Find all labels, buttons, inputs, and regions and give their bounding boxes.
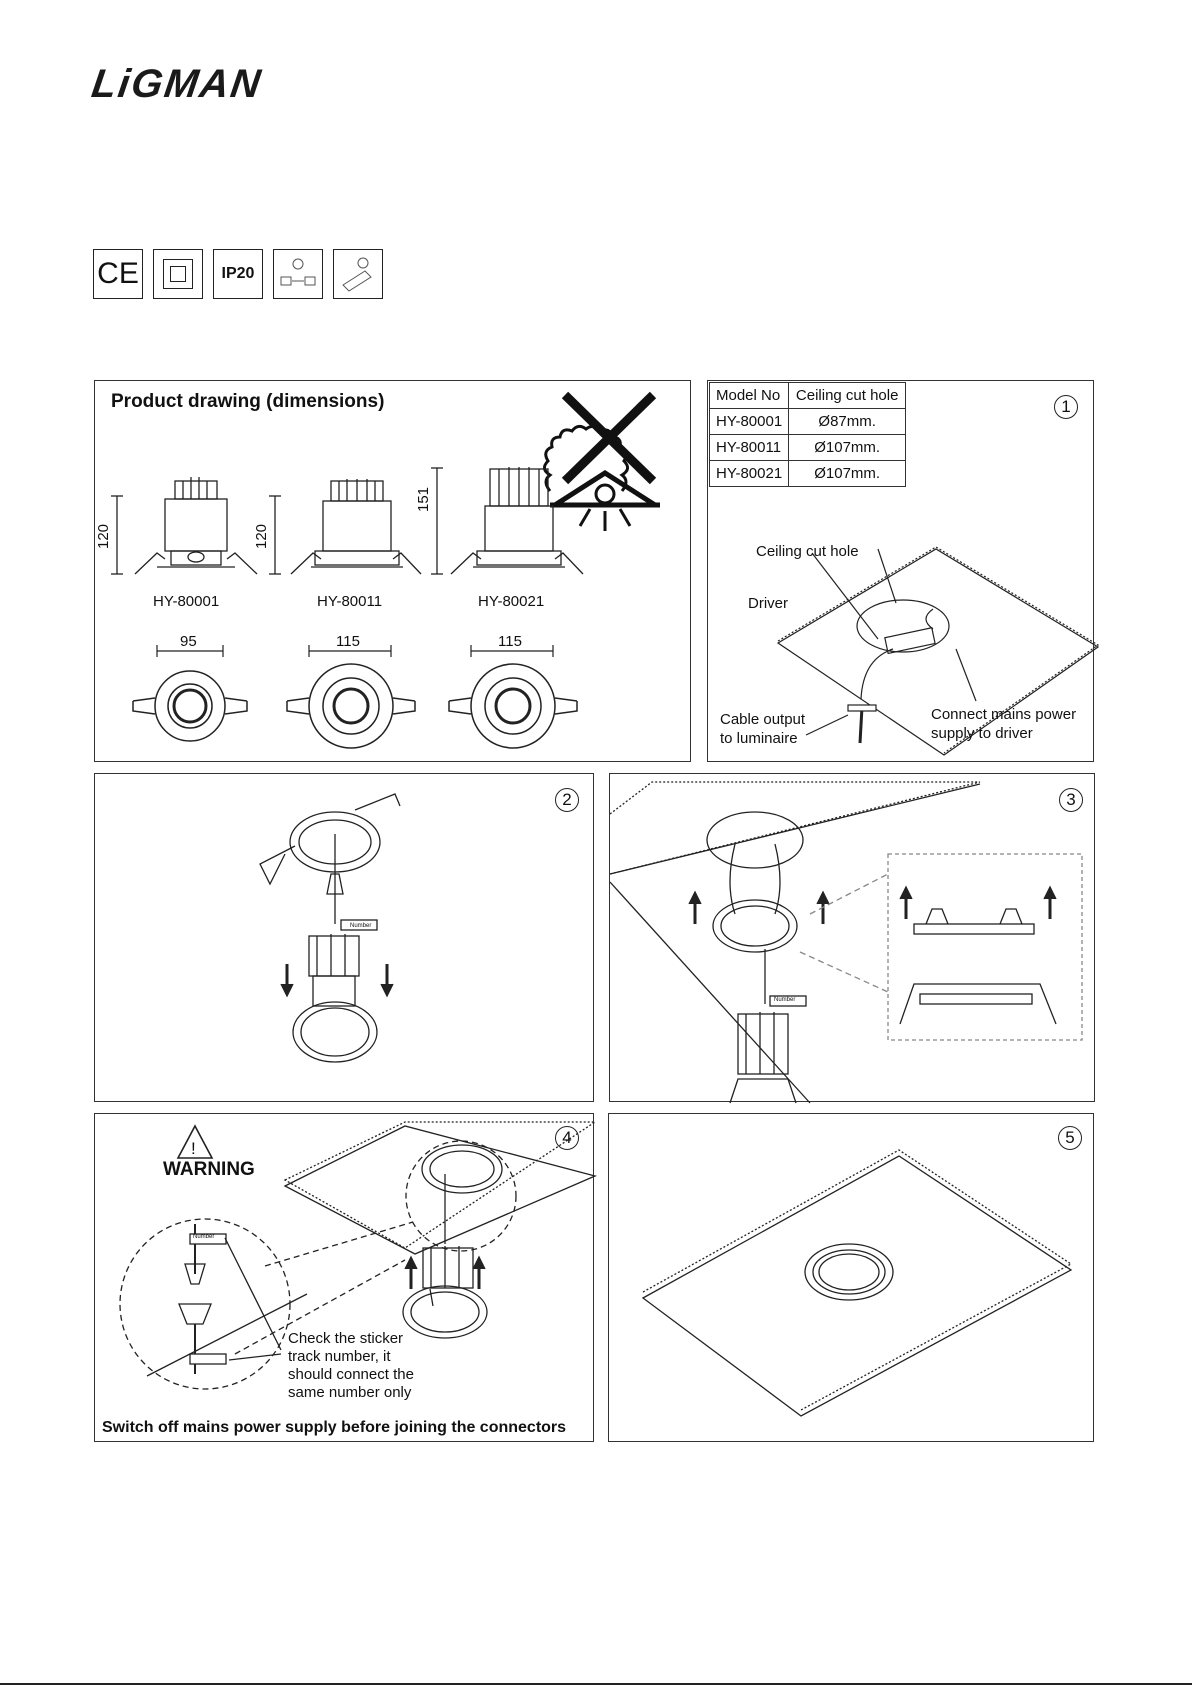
table-cell: Ø107mm. (788, 434, 907, 461)
top-view-hy-80011 (286, 663, 416, 749)
ceiling-cut-table: Model No Ceiling cut hole HY-80001 Ø87mm… (708, 382, 907, 487)
ceiling-cut-hole-label: Ceiling cut hole (756, 543, 859, 560)
note-line: should connect the (288, 1366, 414, 1383)
note-line: same number only (288, 1384, 412, 1401)
height-label-hy-80011: 120 (253, 523, 271, 550)
step-number-2: 2 (555, 788, 579, 812)
table-header: Model No (708, 382, 790, 409)
height-label-hy-80001: 120 (95, 523, 113, 550)
top-view-hy-80021 (448, 663, 578, 749)
table-header: Ceiling cut hole (788, 382, 907, 409)
side-view-hy-80001 (111, 477, 258, 575)
table-row: HY-80021 Ø107mm. (708, 460, 907, 487)
product-drawing-svg (111, 391, 660, 749)
table-row: HY-80001 Ø87mm. (708, 408, 907, 435)
step4-illustration-svg (119, 1121, 598, 1390)
step-number-3: 3 (1059, 788, 1083, 812)
table-row: HY-80011 Ø107mm. (708, 434, 907, 461)
sticker-note: Check the sticker track number, it shoul… (288, 1330, 414, 1402)
safety-footer-note: Switch off mains power supply before joi… (102, 1419, 567, 1436)
step-number-4: 4 (555, 1126, 579, 1150)
step5-panel: 5 (608, 1113, 1094, 1442)
step-number-1: 1 (1054, 395, 1078, 419)
driver-ambient-icon (273, 249, 323, 299)
step2-illustration-svg (259, 793, 401, 1063)
no-insulation-cover-icon (543, 391, 660, 531)
height-label-hy-80021: 151 (415, 486, 433, 513)
ip20-icon: IP20 (213, 249, 263, 299)
step2-panel: 2 Number (94, 773, 594, 1102)
warning-triangle-icon (176, 1124, 214, 1159)
side-view-hy-80011 (269, 479, 422, 575)
table-cell: Ø87mm. (788, 408, 907, 435)
model-label-hy-80011: HY-80011 (317, 593, 383, 610)
top-view-hy-80001 (132, 670, 248, 742)
brand-logo: LiGMAN (88, 62, 265, 106)
note-line: Check the sticker (288, 1330, 404, 1347)
table-cell: Ø107mm. (788, 460, 907, 487)
ceiling-driver-svg (776, 546, 1100, 756)
connect-mains-label-2: supply to driver (931, 725, 1033, 742)
step4-panel: 4 (94, 1113, 598, 1442)
insulation-icon (333, 249, 383, 299)
cable-output-label-2: to luminaire (720, 730, 798, 747)
ce-mark-icon: CE (93, 249, 143, 299)
warning-exclamation: ! (191, 1139, 196, 1158)
product-drawing-panel: Product drawing (dimensions) (94, 380, 691, 762)
table-header-row: Model No Ceiling cut hole (708, 382, 907, 409)
step5-illustration-svg (641, 1149, 1073, 1417)
driver-label: Driver (748, 595, 788, 612)
width-label-hy-80021: 115 (498, 633, 522, 650)
side-view-hy-80021 (431, 467, 584, 575)
panel-title: Product drawing (dimensions) (111, 391, 385, 412)
sticker-label: Number (350, 923, 372, 929)
sticker-label: Number (193, 1234, 215, 1240)
class-ii-icon (153, 249, 203, 299)
page-footer-line (0, 1683, 1192, 1685)
width-label-hy-80001: 95 (180, 633, 197, 650)
step1-panel: Model No Ceiling cut hole HY-80001 Ø87mm… (707, 380, 1100, 762)
step-number-5: 5 (1058, 1126, 1082, 1150)
step3-illustration-svg (609, 781, 1083, 1104)
step3-panel: 3 (609, 773, 1095, 1104)
sticker-label: Number (774, 997, 796, 1003)
note-line: track number, it (288, 1348, 391, 1365)
warning-label: WARNING (163, 1159, 255, 1180)
width-label-hy-80011: 115 (336, 633, 360, 650)
table-cell: HY-80001 (708, 408, 790, 435)
table-cell: HY-80021 (708, 460, 790, 487)
connect-mains-label: Connect mains power (931, 706, 1077, 723)
model-label-hy-80001: HY-80001 (153, 593, 220, 610)
table-cell: HY-80011 (708, 434, 790, 461)
cable-output-label: Cable output (720, 711, 806, 728)
model-label-hy-80021: HY-80021 (478, 593, 545, 610)
